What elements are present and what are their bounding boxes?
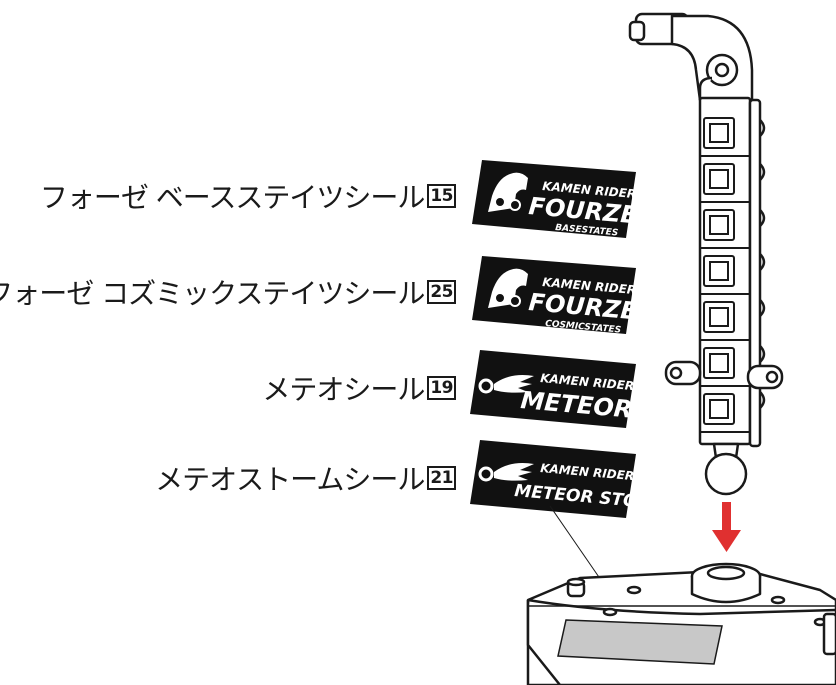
meteor-logo-icon xyxy=(478,463,534,482)
meteor-logo-icon xyxy=(478,375,534,394)
label-text: フォーゼ ベースステイツシール xyxy=(39,181,426,214)
sticker-number: 19 xyxy=(427,376,456,400)
sticker-number: 25 xyxy=(427,280,456,304)
label-meteor-storm: メテオストームシール 21 xyxy=(155,458,456,498)
label-text: メテオストームシール xyxy=(155,463,425,496)
sticker-fourze-base: KAMEN RIDER FOURZE BASESTATES xyxy=(472,160,639,239)
sticker-meteor-storm: KAMEN RIDER METEOR STORM xyxy=(470,440,668,518)
sticker-placement-area xyxy=(557,619,723,665)
stand-holes xyxy=(700,117,750,433)
fourze-logo-icon xyxy=(488,268,528,308)
down-arrow-icon xyxy=(712,502,741,552)
sticker-number: 15 xyxy=(427,184,456,208)
fourze-logo-icon xyxy=(488,172,528,212)
sticker-fourze-cosmic: KAMEN RIDER FOURZE COSMICSTATES xyxy=(472,256,639,336)
label-fourze-base: フォーゼ ベースステイツシール 15 xyxy=(40,176,456,216)
label-fourze-cosmic: フォーゼ コズミックステイツシール 25 xyxy=(0,272,456,312)
label-text: フォーゼ コズミックステイツシール xyxy=(0,277,425,310)
label-meteor: メテオシール 19 xyxy=(262,368,456,408)
sticker-number: 21 xyxy=(427,466,456,490)
sticker-meteor: KAMEN RIDER METEOR xyxy=(470,350,636,428)
label-text: メテオシール xyxy=(262,373,425,406)
